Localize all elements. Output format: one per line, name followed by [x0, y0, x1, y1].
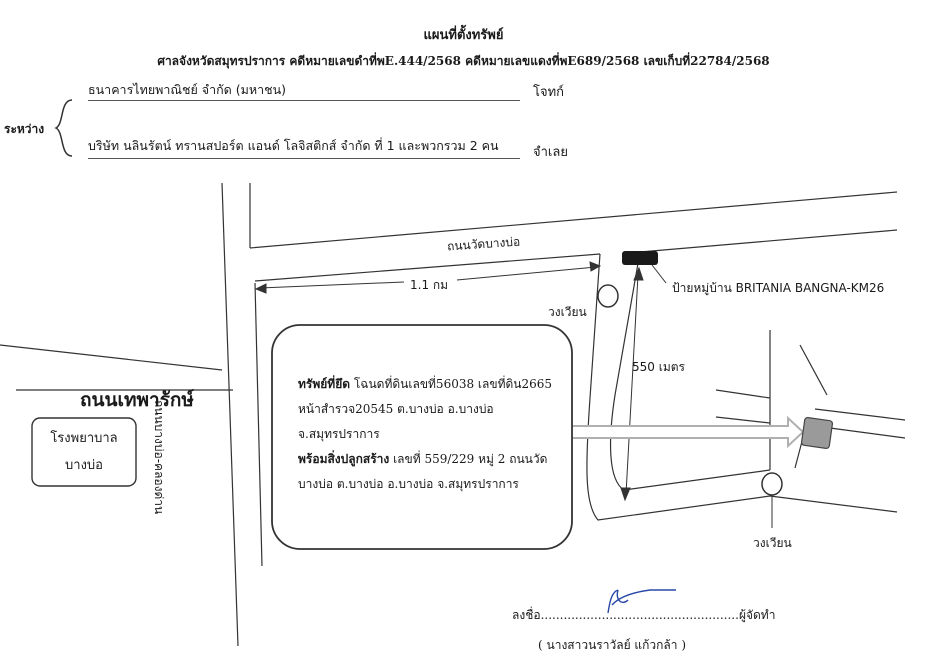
signature-image: [607, 589, 676, 614]
plaintiff-role: โจทก์: [533, 85, 565, 100]
property-line-4: พร้อมสิ่งปลูกสร้าง เลขที่ 559/229 หมู่ 2…: [298, 447, 568, 472]
roundabout-label-1: วงเวียน: [548, 305, 587, 319]
sign-prefix: ลงชื่อ: [512, 608, 541, 622]
roundabout-label-2: วงเวียน: [753, 536, 792, 550]
between-label: ระหว่าง: [4, 122, 45, 136]
hospital-label: โรงพยาบาล บางบ่อ: [32, 425, 136, 479]
road-edge: [639, 229, 898, 253]
village-sign-label: ป้ายหมู่บ้าน BRITANIA BANGNA-KM26: [672, 281, 885, 295]
road-edge: [249, 191, 898, 249]
arrowhead-icon: [589, 261, 602, 272]
arrowhead-icon: [633, 266, 644, 281]
property-deed-text: โฉนดที่ดินเลขที่56038 เลขที่ดิน2665: [350, 377, 553, 391]
defendant-role: จำเลย: [533, 145, 568, 160]
plaintiff-name: ธนาคารไทยพาณิชย์ จำกัด (มหาชน): [88, 82, 287, 97]
road-edge: [254, 282, 263, 567]
distance-arrow: [625, 274, 639, 495]
road-edge: [799, 344, 828, 396]
property-line-5: บางบ่อ ต.บางบ่อ อ.บางบ่อ จ.สมุทรปราการ: [298, 477, 519, 491]
page-title: แผนที่ตั้งทรัพย์: [423, 28, 504, 43]
defendant-name: บริษัท นลินรัตน์ ทรานสปอร์ต แอนด์ โลจิสต…: [88, 138, 499, 153]
property-building-label: พร้อมสิ่งปลูกสร้าง: [298, 452, 390, 466]
signer-name: ( นางสาวนราวัลย์ แก้วกล้า ): [538, 638, 687, 652]
brace-icon: [54, 99, 73, 157]
property-box: [271, 324, 573, 550]
property-description: ทรัพย์ที่ยึด โฉนดที่ดินเลขที่56038 เลขที…: [298, 372, 568, 497]
hospital-line-2: บางบ่อ: [65, 458, 103, 473]
sign-dots: ........................................…: [540, 608, 739, 622]
arrowhead-icon: [254, 283, 267, 294]
road-edge: [586, 253, 771, 521]
village-sign-marker: [622, 251, 658, 265]
road-edge: [0, 344, 223, 371]
defendant-name-line: บริษัท นลินรัตน์ ทรานสปอร์ต แอนด์ โลจิสต…: [88, 136, 520, 159]
court-case-line: ศาลจังหวัดสมุทรปราการ คดีหมายเลขดำที่พE.…: [157, 54, 770, 68]
roundabout-icon: [761, 472, 783, 496]
property-line-3: จ.สมุทรปราการ: [298, 427, 380, 441]
hospital-line-1: โรงพยาบาล: [50, 431, 118, 446]
distance-arrow: [259, 281, 405, 289]
road-label-bang-bo-khlong-dan: ถนนบางบ่อ-คลองด่าน: [152, 400, 166, 515]
property-line-1: ทรัพย์ที่ยึด โฉนดที่ดินเลขที่56038 เลขที…: [298, 372, 568, 397]
road-edge: [769, 495, 898, 513]
roundabout-icon: [597, 284, 619, 308]
property-line-2: หน้าสำรวจ20545 ต.บางบ่อ อ.บางบ่อ: [298, 402, 494, 416]
distance-arrow: [456, 266, 597, 281]
property-building-marker: [800, 416, 834, 450]
sign-role: ผู้จัดทำ: [738, 608, 776, 622]
property-seized-label: ทรัพย์ที่ยึด: [298, 377, 351, 391]
pointer-line: [651, 264, 667, 284]
road-edge: [715, 416, 771, 424]
property-arrow: [570, 415, 805, 449]
road-edge: [814, 408, 906, 421]
distance-label-2: 550 เมตร: [632, 360, 685, 374]
road-edge: [221, 182, 239, 647]
property-address-text: เลขที่ 559/229 หมู่ 2 ถนนวัด: [389, 452, 548, 466]
distance-label-1: 1.1 กม: [410, 278, 449, 292]
road-edge: [715, 389, 771, 399]
hospital-box: [31, 417, 137, 487]
road-label-thepharak: ถนนเทพารักษ์: [80, 389, 194, 411]
signature-row: ลงชื่อ..................................…: [512, 606, 775, 625]
road-edge: [254, 253, 601, 282]
plaintiff-name-line: ธนาคารไทยพาณิชย์ จำกัด (มหาชน): [88, 80, 520, 101]
arrowhead-icon: [620, 487, 631, 502]
